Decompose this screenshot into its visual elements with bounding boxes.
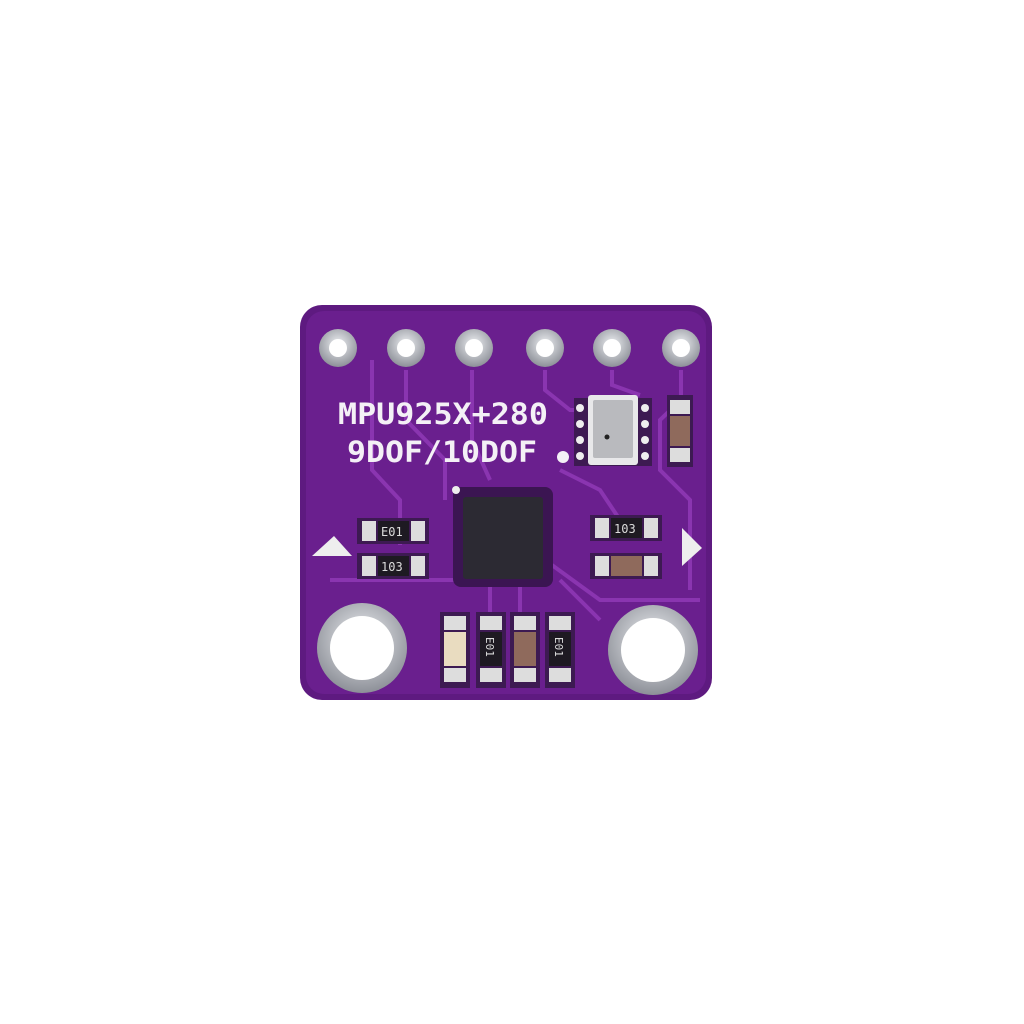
board-label-dof: 9DOF/10DOF bbox=[347, 435, 537, 469]
arrow-right-marker bbox=[682, 528, 702, 566]
imu-chip bbox=[452, 486, 553, 587]
board-label-model: MPU925X+280 bbox=[338, 397, 548, 431]
resistor-code: E01 bbox=[552, 637, 565, 657]
smd-components: E01 103 103 bbox=[357, 395, 693, 579]
arrow-left-marker bbox=[312, 536, 352, 556]
resistor-code: E01 bbox=[483, 637, 496, 657]
header-pins bbox=[319, 329, 700, 367]
resistor-code: 103 bbox=[381, 560, 403, 574]
resistor-code: E01 bbox=[381, 525, 403, 539]
pressure-sensor bbox=[574, 395, 652, 466]
resistor-code: 103 bbox=[614, 522, 636, 536]
bottom-components: E01 E01 bbox=[440, 612, 575, 688]
mounting-holes bbox=[317, 603, 698, 695]
